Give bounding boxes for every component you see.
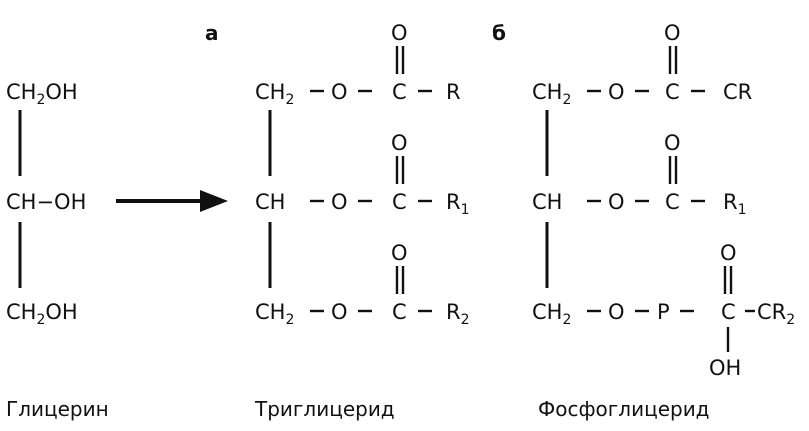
triglyceride-row3-ch2: CH2: [255, 300, 294, 328]
phosphoglyceride-row2-carbonyl-o: O: [664, 131, 681, 155]
phosphoglyceride-row1-c: C: [665, 80, 680, 104]
triglyceride-row3-r2: R2: [446, 300, 470, 328]
triglyceride-row2-r1: R1: [446, 190, 470, 218]
phosphoglyceride-row1-o: O: [608, 80, 625, 104]
phosphoglyceride-row2-ch: CH: [532, 190, 562, 214]
phosphoglyceride-row2-r1: R1: [723, 190, 747, 218]
triglyceride-row3-c: C: [392, 300, 407, 324]
phosphoglyceride-row3-ch2: CH2: [532, 300, 571, 328]
triglyceride-row3-carbonyl-o: O: [391, 241, 408, 265]
phosphoglyceride-structure: CH2 O O C CR CH O O C R1 CH2 O P O C CR2: [532, 21, 795, 380]
triglyceride-row1-carbonyl-o: O: [391, 21, 408, 45]
triglyceride-row1-r: R: [446, 80, 461, 104]
triglyceride-row1-ch2: CH2: [255, 80, 294, 108]
phosphoglyceride-row3-c: C: [721, 300, 736, 324]
triglyceride-row2-ch: CH: [255, 190, 285, 214]
phosphoglyceride-row2-o: O: [608, 190, 625, 214]
phosphoglyceride-row1-ch2: CH2: [532, 80, 571, 108]
triglyceride-row3-o: O: [331, 300, 348, 324]
phosphoglyceride-row3-cr2: CR2: [757, 300, 795, 328]
phosphoglyceride-row1-carbonyl-o: O: [664, 21, 681, 45]
triglyceride-row2-o: O: [331, 190, 348, 214]
panel-label-a: а: [205, 21, 219, 45]
phosphoglyceride-row3-o: O: [608, 300, 625, 324]
triglyceride-row2-c: C: [392, 190, 407, 214]
phosphoglyceride-row3-carbonyl-o: O: [720, 241, 737, 265]
glycerol-ch2oh-top: CH2OH: [6, 80, 78, 108]
phosphoglyceride-row2-c: C: [665, 190, 680, 214]
triglyceride-caption: Триглицерид: [254, 397, 395, 421]
panel-label-b: б: [492, 21, 506, 45]
phosphoglyceride-row3-p: P: [657, 300, 670, 324]
triglyceride-row1-c: C: [392, 80, 407, 104]
glycerol-caption: Глицерин: [6, 397, 109, 421]
triglyceride-structure: CH2 O O C R CH O O C R1 CH2 O O C R2: [255, 21, 470, 328]
reaction-arrow: [116, 190, 228, 212]
glycerol-ch2oh-bottom: CH2OH: [6, 300, 78, 328]
triglyceride-row2-carbonyl-o: O: [391, 131, 408, 155]
glycerol-choh: CH−OH: [6, 190, 86, 214]
triglyceride-row1-o: O: [331, 80, 348, 104]
phosphoglyceride-caption: Фосфоглицерид: [538, 397, 710, 421]
glycerol-structure: CH2OH CH−OH CH2OH: [6, 80, 86, 328]
phosphoglyceride-row1-cr: CR: [723, 80, 752, 104]
phosphoglyceride-hydroxyl: OH: [709, 356, 741, 380]
